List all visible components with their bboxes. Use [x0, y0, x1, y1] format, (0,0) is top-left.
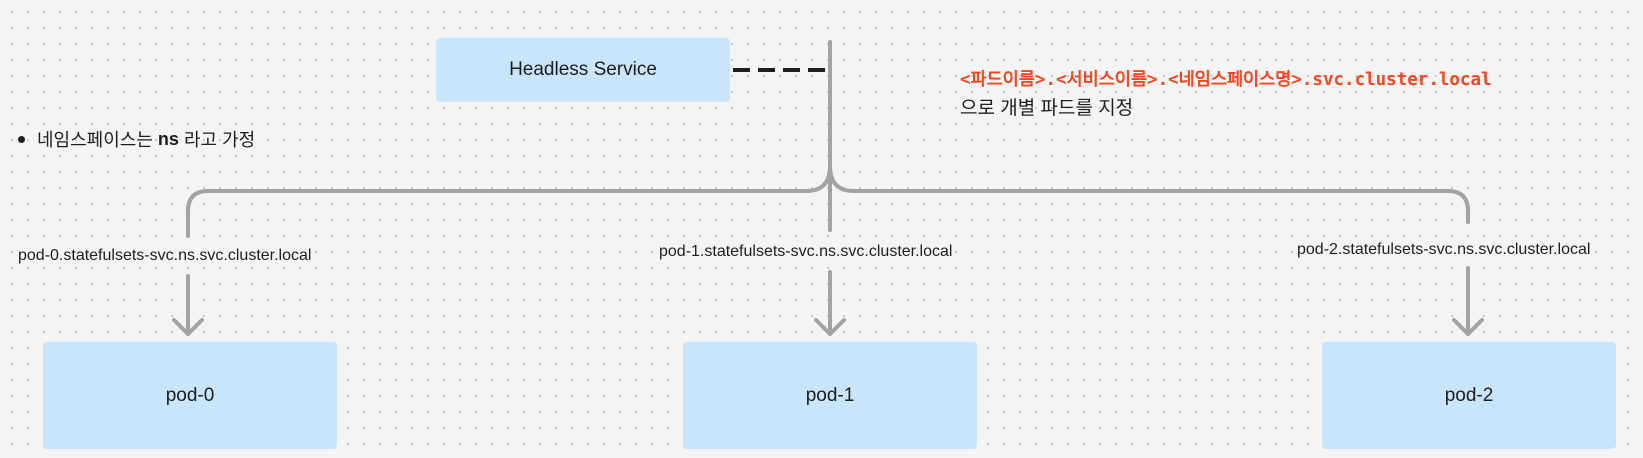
note-emphasis: ns	[157, 128, 179, 149]
bullet-icon	[18, 135, 25, 143]
headless-service-box[interactable]: Headless Service	[436, 38, 730, 102]
pod-0-label: pod-0	[165, 384, 215, 406]
dns-format-description: 으로 개별 파드를 지정	[960, 98, 1134, 119]
pod-1-box[interactable]: pod-1	[683, 342, 977, 449]
arrow-to-pod-2	[1452, 266, 1484, 336]
dns-format-pattern: <파드이름>.<서비스이름>.<네임스페이스명>.svc.cluster.loc…	[960, 70, 1492, 90]
pod-0-box[interactable]: pod-0	[43, 342, 337, 449]
namespace-note: 네임스페이스는 ns 라고 가정	[18, 126, 255, 152]
pod-2-dns-label: pod-2.statefulsets-svc.ns.svc.cluster.lo…	[1295, 240, 1593, 260]
pod-1-label: pod-1	[805, 384, 855, 406]
arrow-to-pod-1	[814, 270, 846, 336]
dns-format-annotation: <파드이름>.<서비스이름>.<네임스페이스명>.svc.cluster.loc…	[960, 68, 1492, 122]
pod-2-label: pod-2	[1444, 384, 1494, 406]
headless-service-label: Headless Service	[509, 59, 657, 80]
pod-1-dns-label: pod-1.statefulsets-svc.ns.svc.cluster.lo…	[657, 242, 955, 262]
brace-bracket	[186, 164, 1470, 238]
note-suffix: 라고 가정	[183, 130, 256, 150]
pod-0-dns-label: pod-0.statefulsets-svc.ns.svc.cluster.lo…	[16, 246, 314, 266]
note-prefix: 네임스페이스는	[37, 130, 153, 150]
pod-2-box[interactable]: pod-2	[1322, 342, 1616, 449]
arrow-to-pod-0	[172, 274, 204, 336]
